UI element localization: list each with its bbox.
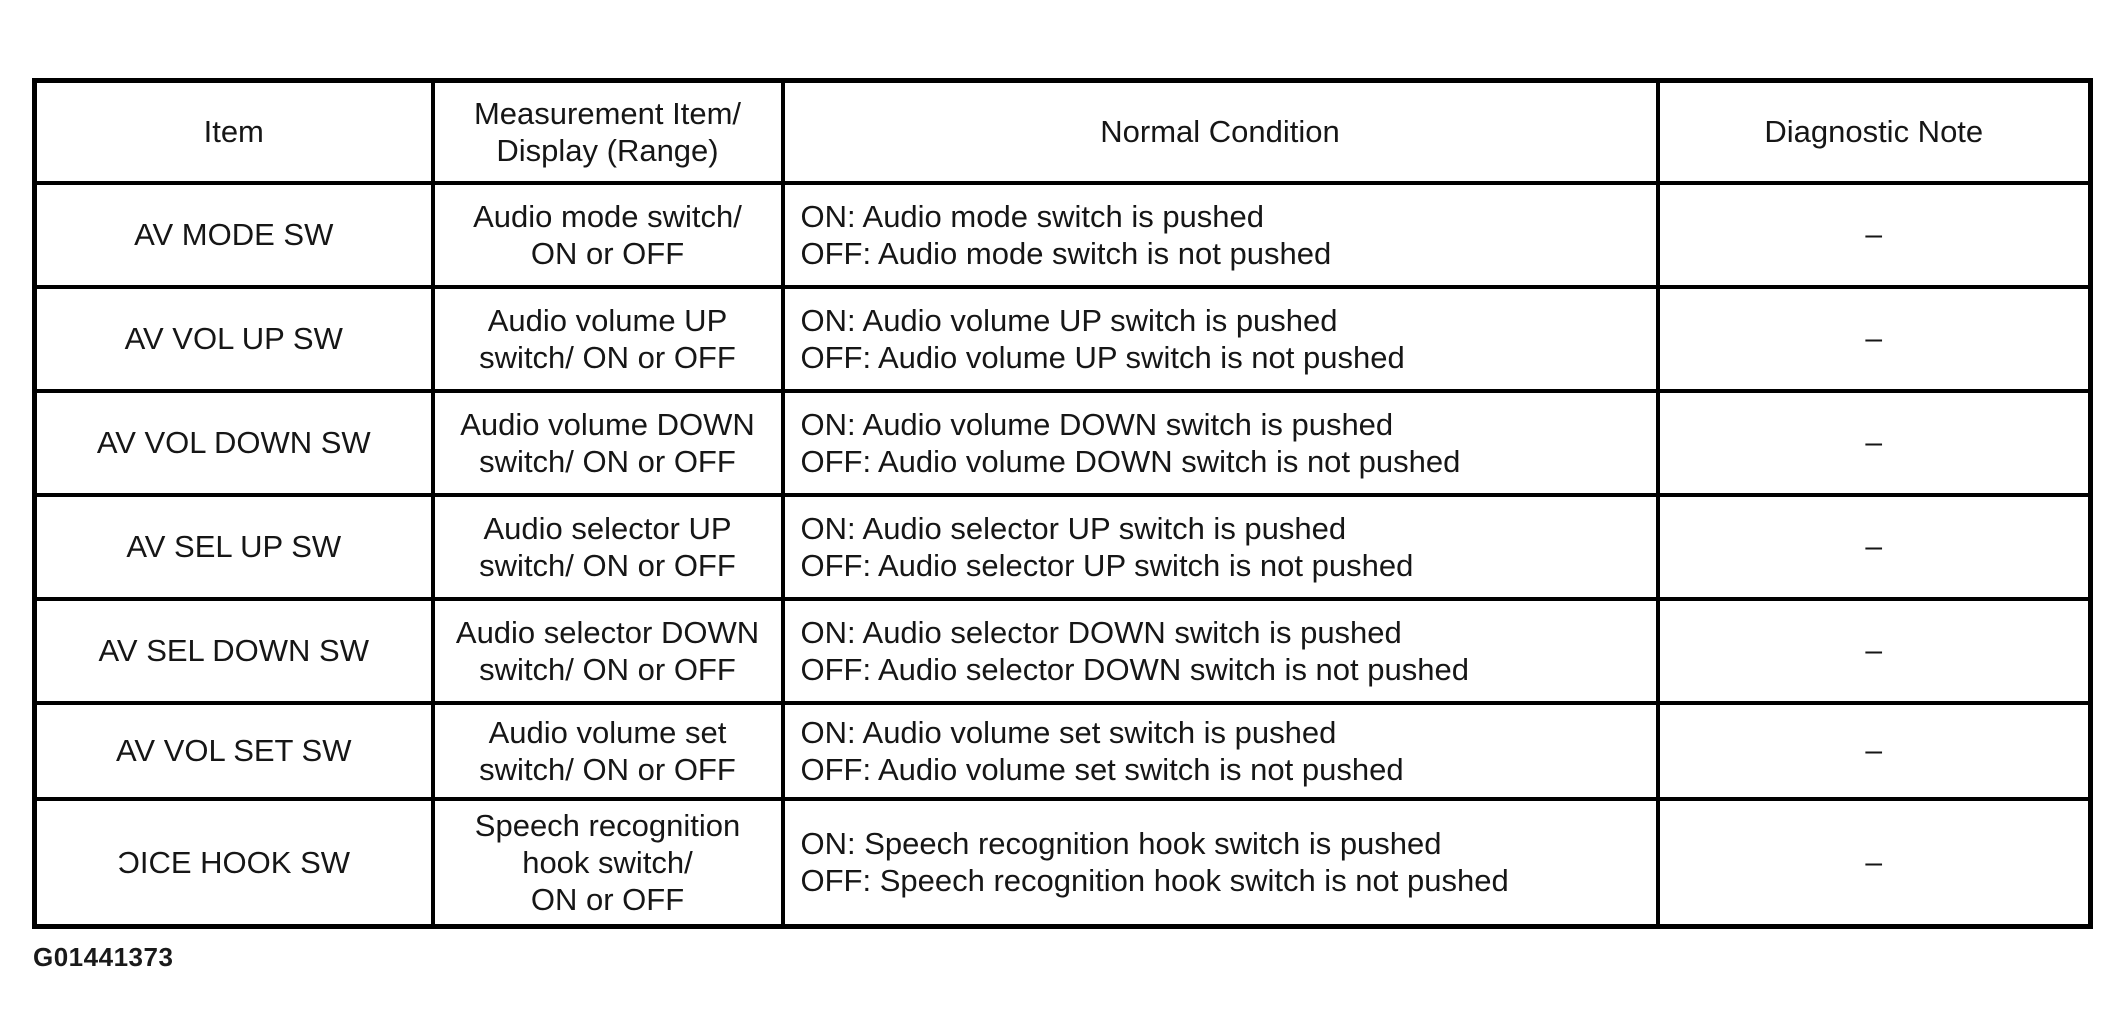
figure-id: G01441373 — [33, 942, 174, 972]
normal-condition-cell: ON: Audio volume set switch is pushed OF… — [780, 700, 1660, 801]
col-header-diagnostic-note: Diagnostic Note — [1655, 78, 2093, 185]
diagnostic-note-cell: – — [1655, 596, 2093, 705]
measurement-cell: Speech recognition hook switch/ ON or OF… — [430, 796, 785, 928]
diagnostic-note-cell: – — [1655, 492, 2093, 601]
normal-condition-cell: ON: Speech recognition hook switch is pu… — [780, 796, 1660, 928]
col-header-normal-condition: Normal Condition — [780, 78, 1660, 185]
normal-condition-cell: ON: Audio selector DOWN switch is pushed… — [780, 596, 1660, 705]
normal-condition-cell: ON: Audio volume UP switch is pushed OFF… — [780, 284, 1660, 393]
table-row-voice-hook-sw: ƆICE HOOK SW Speech recognition hook swi… — [32, 796, 2093, 928]
table-row-av-vol-down-sw: AV VOL DOWN SW Audio volume DOWN switch/… — [32, 388, 2093, 497]
col-header-measurement: Measurement Item/ Display (Range) — [430, 78, 785, 185]
measurement-cell: Audio volume set switch/ ON or OFF — [430, 700, 785, 801]
item-cell: AV VOL SET SW — [32, 700, 435, 801]
item-cell: AV MODE SW — [32, 180, 435, 289]
table-row-av-sel-up-sw: AV SEL UP SW Audio selector UP switch/ O… — [32, 492, 2093, 601]
item-cell: ƆICE HOOK SW — [32, 796, 435, 928]
measurement-cell: Audio selector DOWN switch/ ON or OFF — [430, 596, 785, 705]
diagnostic-note-cell: – — [1655, 180, 2093, 289]
diagnostic-note-cell: – — [1655, 796, 2093, 928]
table-row-av-vol-up-sw: AV VOL UP SW Audio volume UP switch/ ON … — [32, 284, 2093, 393]
item-cell: AV VOL DOWN SW — [32, 388, 435, 497]
diagnostic-note-cell: – — [1655, 700, 2093, 801]
diagnostic-note-cell: – — [1655, 388, 2093, 497]
normal-condition-cell: ON: Audio volume DOWN switch is pushed O… — [780, 388, 1660, 497]
table-row-av-sel-down-sw: AV SEL DOWN SW Audio selector DOWN switc… — [32, 596, 2093, 705]
item-cell: AV VOL UP SW — [32, 284, 435, 393]
measurement-cell: Audio selector UP switch/ ON or OFF — [430, 492, 785, 601]
measurement-cell: Audio volume UP switch/ ON or OFF — [430, 284, 785, 393]
diagnostic-spec-table: Item Measurement Item/ Display (Range) N… — [32, 78, 2093, 929]
normal-condition-cell: ON: Audio selector UP switch is pushed O… — [780, 492, 1660, 601]
diagnostic-note-cell: – — [1655, 284, 2093, 393]
measurement-cell: Audio volume DOWN switch/ ON or OFF — [430, 388, 785, 497]
table-row-av-mode-sw: AV MODE SW Audio mode switch/ ON or OFF … — [32, 180, 2093, 289]
col-header-item: Item — [32, 78, 435, 185]
item-cell: AV SEL UP SW — [32, 492, 435, 601]
table-row-av-vol-set-sw: AV VOL SET SW Audio volume set switch/ O… — [32, 700, 2093, 801]
normal-condition-cell: ON: Audio mode switch is pushed OFF: Aud… — [780, 180, 1660, 289]
measurement-cell: Audio mode switch/ ON or OFF — [430, 180, 785, 289]
item-cell: AV SEL DOWN SW — [32, 596, 435, 705]
table-header-row: Item Measurement Item/ Display (Range) N… — [32, 78, 2093, 185]
